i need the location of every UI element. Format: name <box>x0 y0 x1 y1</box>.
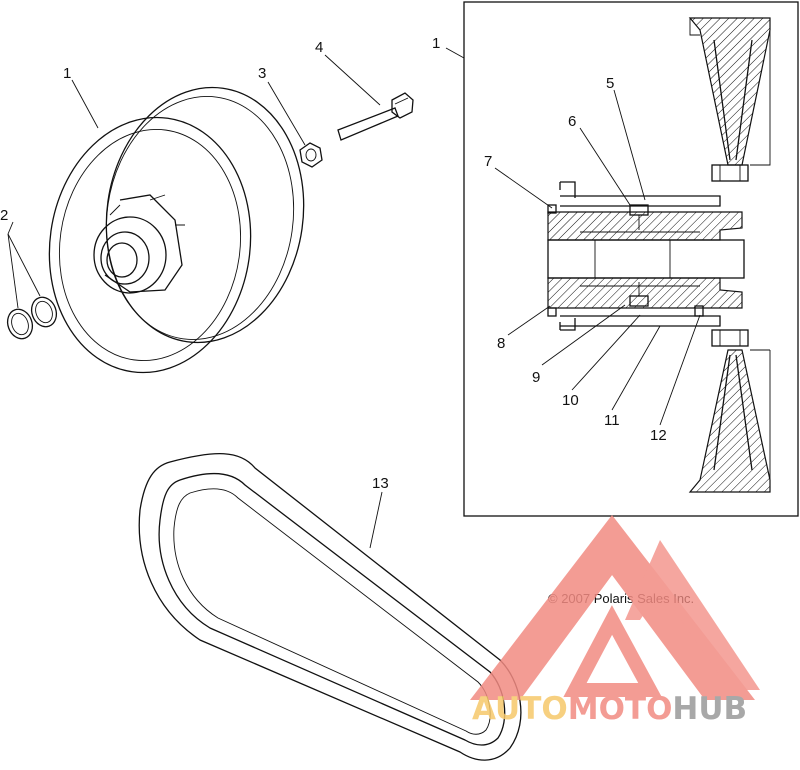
bolt <box>337 92 414 141</box>
callout-1-left: 1 <box>63 65 71 82</box>
callout-10: 10 <box>562 392 579 409</box>
callout-4: 4 <box>315 39 323 56</box>
callout-11: 11 <box>604 412 620 429</box>
automotohub-watermark: AUTOMOTOHUB <box>470 515 760 727</box>
o-rings <box>6 296 58 340</box>
callout-labels: 1 2 3 4 1 5 6 7 8 9 10 11 12 13 <box>0 35 667 492</box>
watermark-moto: MOTO <box>568 691 673 727</box>
callout-5: 5 <box>606 75 614 92</box>
cross-section-view <box>463 1 799 517</box>
callout-1-right: 1 <box>432 35 440 52</box>
svg-text:AUTOMOTOHUB: AUTOMOTOHUB <box>472 691 747 727</box>
callout-9: 9 <box>532 369 540 386</box>
driven-clutch-assembly <box>48 86 305 374</box>
callout-12: 12 <box>650 427 667 444</box>
callout-2: 2 <box>0 207 8 224</box>
drive-belt <box>138 453 522 761</box>
callout-7: 7 <box>484 153 492 170</box>
callout-13: 13 <box>372 475 389 492</box>
leader-lines <box>7 47 701 549</box>
callout-8: 8 <box>497 335 505 352</box>
watermark-auto: AUTO <box>472 691 568 727</box>
triangle-logo-icon <box>470 515 760 700</box>
watermark-hub: HUB <box>672 691 747 727</box>
callout-3: 3 <box>258 65 266 82</box>
nut <box>299 142 323 168</box>
callout-6: 6 <box>568 113 576 130</box>
